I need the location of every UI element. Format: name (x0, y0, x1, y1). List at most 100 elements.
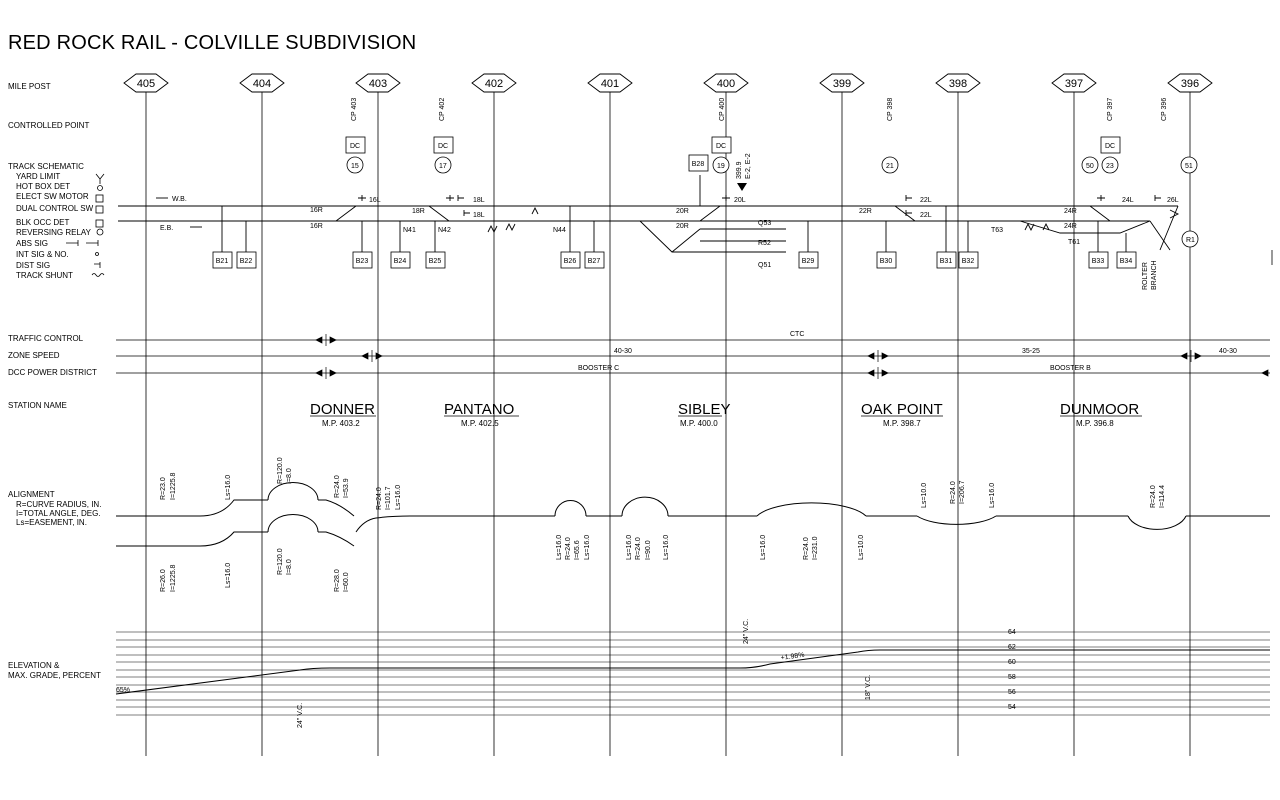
alignment-label: I=1225.8 (170, 564, 177, 592)
signal-head-icon (1097, 195, 1105, 201)
grade-labels: 65% +1.98% 24" V.C. 24" V.C. 18" V.C. (116, 619, 872, 728)
crossover-16 (335, 205, 357, 222)
cp-400: CP 400 (719, 98, 726, 121)
milepost-marker: 400 (703, 73, 749, 93)
zone-break-arrow-icon (867, 352, 889, 360)
block-b25: B25 (425, 251, 446, 269)
milepost-number: 396 (1181, 78, 1199, 90)
zone-speed-value: 35-25 (1022, 348, 1040, 355)
track-schematic (118, 175, 1180, 253)
signal-23-circle (1101, 156, 1119, 174)
station-milepost: M.P. 402.5 (461, 419, 499, 428)
block-b26: B26 (560, 251, 581, 269)
alignment-label: R=28.0 (334, 569, 341, 592)
grade-mid: +1.98% (780, 652, 805, 662)
alignment-label: R=24.0 (565, 537, 572, 560)
stations: DONNER M.P. 403.2 PANTANO M.P. 402.5 SIB… (310, 401, 1139, 428)
signal-51-circle (1180, 156, 1198, 174)
legend-abs-sig: ABS SIG (16, 239, 48, 248)
switch-16l: 16L (369, 197, 381, 204)
milepost-number: 404 (253, 78, 271, 90)
label-dcc-power: DCC POWER DISTRICT (8, 368, 97, 377)
alignment-curve (554, 500, 587, 517)
elevation-value: 64 (1008, 629, 1016, 636)
switch-22l: 22L (920, 197, 932, 204)
block-label: B30 (880, 258, 893, 265)
station-milepost: M.P. 403.2 (322, 419, 360, 428)
block-box (352, 251, 373, 269)
label-controlled-point: CONTROLLED POINT (8, 121, 89, 130)
alignment-label: Ls=16.0 (663, 535, 670, 560)
elevation-grid (116, 631, 1270, 716)
alignment-label: R=24.0 (635, 537, 642, 560)
signal-21-circle (881, 156, 899, 174)
block-box (390, 251, 411, 269)
alignment-label: I=101.7 (385, 486, 392, 510)
alignment-curve (267, 514, 319, 533)
vc-label: 18" V.C. (865, 675, 872, 700)
milepost-marker: 399 (819, 73, 865, 93)
elevation-value: 60 (1008, 659, 1016, 666)
block-label: B29 (802, 258, 815, 265)
legend-blk-occ: BLK OCC DET (16, 218, 69, 227)
yard-lead (671, 228, 701, 253)
zone-break-arrow-icon (1180, 352, 1202, 360)
signal-head-icon (446, 195, 454, 201)
zone-break-arrow-icon (361, 352, 383, 360)
block-label: B26 (564, 258, 577, 265)
switch-16r: 16R (310, 207, 323, 214)
block-box (958, 251, 979, 269)
milepost-number: 397 (1065, 78, 1083, 90)
block-label: B27 (588, 258, 601, 265)
milepost-diamond (819, 73, 865, 93)
reversing-relay-r1-circle (1181, 230, 1199, 248)
label-zone-speed: ZONE SPEED (8, 351, 60, 360)
alignment-label: I=65.6 (574, 540, 581, 560)
alignment-label: I=53.9 (343, 478, 350, 498)
control-rows (116, 334, 1270, 379)
block-b27: B27 (584, 251, 605, 269)
label-alignment-ls: Ls=EASEMENT, IN. (16, 518, 87, 527)
block-box (688, 154, 709, 172)
alignment-curve (267, 482, 319, 501)
vc-label: 24" V.C. (297, 703, 304, 728)
signal-50-circle (1081, 156, 1099, 174)
hotbox-note: E-2, E-2 (745, 153, 752, 179)
switch-24r: 24R (1064, 223, 1077, 230)
alignment-label: Ls=16.0 (395, 485, 402, 510)
track-t61: T61 (1068, 239, 1080, 246)
traffic-control-value: CTC (790, 331, 804, 338)
signal-numbers: 15 17 19 21 23 50 51 R1 (351, 163, 1195, 244)
signal-number: 51 (1185, 163, 1193, 170)
block-b32: B32 (958, 251, 979, 269)
alignment-curve (756, 502, 867, 517)
block-b23: B23 (352, 251, 373, 269)
milepost-number: 403 (369, 78, 387, 90)
crossover-18 (428, 205, 450, 222)
track-shunt-icon (91, 273, 105, 277)
yard-limit-icon (95, 173, 105, 184)
label-station-name: STATION NAME (8, 401, 67, 410)
label-elevation: ELEVATION & (8, 661, 60, 670)
dc-box-400 (711, 136, 732, 154)
legend-dist-sig: DIST SIG (16, 261, 50, 270)
alignment-label: I=206.7 (959, 480, 966, 504)
legend-elect-sw: ELECT SW MOTOR (16, 192, 89, 201)
station-name: PANTANO (444, 401, 514, 418)
label-alignment: ALIGNMENT (8, 490, 55, 499)
signal-number: 15 (351, 163, 359, 170)
crossover-20 (699, 205, 721, 222)
blk-occ-icon (95, 219, 104, 228)
hot-box-icon (97, 185, 103, 191)
alignment-label: R=24.0 (376, 487, 383, 510)
block-b34: B34 (1116, 251, 1137, 269)
milepost-diamond (355, 73, 401, 93)
dc-box-397 (1100, 136, 1121, 154)
switch-20r: 20R (676, 223, 689, 230)
dc-box-403 (345, 136, 366, 154)
milepost-lines (145, 92, 1191, 756)
milepost-marker: 405 (123, 73, 169, 93)
zone-speed-value: 40-30 (614, 348, 632, 355)
milepost-number: 401 (601, 78, 619, 90)
